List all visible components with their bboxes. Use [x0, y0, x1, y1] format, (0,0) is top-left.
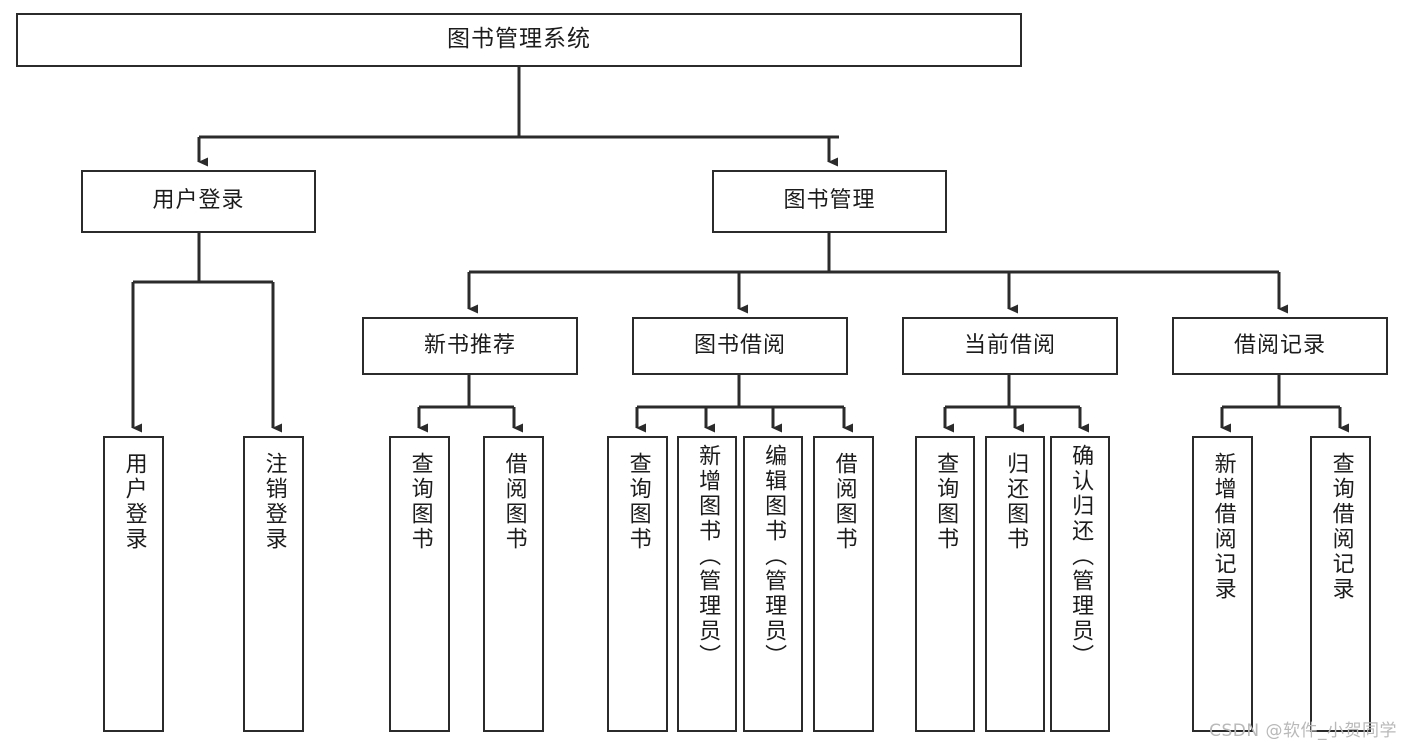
- node-leaf-borrow-book-2-label: 借阅图书: [831, 452, 857, 552]
- node-new-book-recommend-label: 新书推荐: [423, 332, 516, 358]
- node-book-borrow[interactable]: 图书借阅: [632, 317, 848, 375]
- node-leaf-user-login[interactable]: 用户登录: [103, 436, 164, 732]
- node-leaf-return-book-label: 归还图书: [1003, 452, 1029, 552]
- node-leaf-logout-login-label: 注销登录: [261, 452, 287, 552]
- node-borrow-record[interactable]: 借阅记录: [1172, 317, 1388, 375]
- node-root-label: 图书管理系统: [447, 26, 591, 53]
- node-leaf-query-record-label: 查询借阅记录: [1328, 452, 1354, 602]
- node-leaf-user-login-label: 用户登录: [121, 452, 147, 552]
- node-current-borrow[interactable]: 当前借阅: [902, 317, 1118, 375]
- node-leaf-borrow-book-1[interactable]: 借阅图书: [483, 436, 544, 732]
- node-leaf-add-book-label: 新增图书（管理员）: [695, 444, 721, 669]
- csdn-watermark: CSDN @软件_小贺同学: [1209, 721, 1397, 741]
- node-leaf-query-book-1[interactable]: 查询图书: [389, 436, 450, 732]
- node-book-manage[interactable]: 图书管理: [712, 170, 947, 233]
- node-new-book-recommend[interactable]: 新书推荐: [362, 317, 578, 375]
- node-leaf-logout-login[interactable]: 注销登录: [243, 436, 304, 732]
- node-leaf-query-book-2[interactable]: 查询图书: [607, 436, 668, 732]
- node-leaf-borrow-book-1-label: 借阅图书: [501, 452, 527, 552]
- node-leaf-confirm-return[interactable]: 确认归还（管理员）: [1050, 436, 1110, 732]
- node-current-borrow-label: 当前借阅: [963, 332, 1056, 358]
- node-borrow-record-label: 借阅记录: [1233, 332, 1326, 358]
- node-leaf-edit-book-label: 编辑图书（管理员）: [761, 444, 787, 669]
- node-book-borrow-label: 图书借阅: [693, 332, 786, 358]
- node-leaf-edit-book[interactable]: 编辑图书（管理员）: [743, 436, 803, 732]
- node-leaf-borrow-book-2[interactable]: 借阅图书: [813, 436, 874, 732]
- node-leaf-add-book[interactable]: 新增图书（管理员）: [677, 436, 737, 732]
- node-leaf-query-book-2-label: 查询图书: [625, 452, 651, 552]
- node-leaf-query-record[interactable]: 查询借阅记录: [1310, 436, 1371, 732]
- node-user-login-label: 用户登录: [152, 188, 245, 214]
- node-leaf-add-record[interactable]: 新增借阅记录: [1192, 436, 1253, 732]
- node-leaf-query-book-1-label: 查询图书: [407, 452, 433, 552]
- node-leaf-return-book[interactable]: 归还图书: [985, 436, 1045, 732]
- node-book-manage-label: 图书管理: [783, 188, 876, 214]
- node-leaf-add-record-label: 新增借阅记录: [1210, 452, 1236, 602]
- node-user-login[interactable]: 用户登录: [81, 170, 316, 233]
- node-leaf-query-book-3-label: 查询图书: [933, 452, 959, 552]
- node-leaf-confirm-return-label: 确认归还（管理员）: [1068, 444, 1094, 669]
- node-root[interactable]: 图书管理系统: [16, 13, 1022, 67]
- node-leaf-query-book-3[interactable]: 查询图书: [915, 436, 975, 732]
